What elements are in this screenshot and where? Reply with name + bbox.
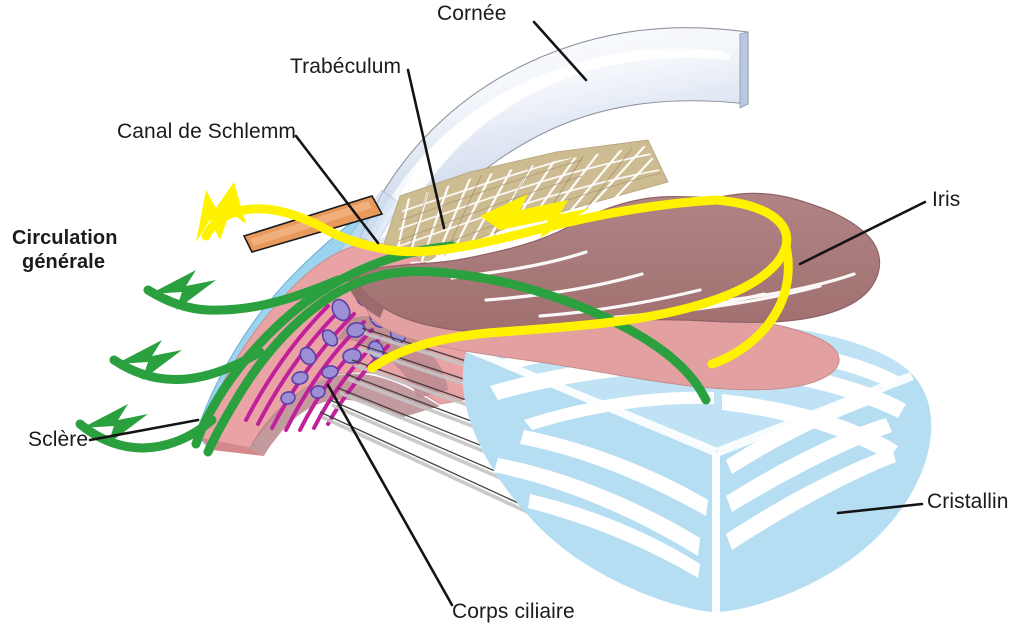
label-corps-ciliaire: Corps ciliaire [452, 600, 575, 623]
leader-line-trabeculum [406, 68, 446, 230]
green-path-upper-branch [191, 241, 457, 449]
trabecular-meshwork-structure [375, 139, 669, 315]
leader-line-canal [294, 134, 380, 245]
green-arrow-3-shaft [75, 415, 217, 453]
leader-line-iris [798, 200, 927, 266]
label-trabeculum: Trabéculum [290, 55, 402, 78]
green-arrow-head-2 [116, 340, 182, 380]
yellow-arrow-head-outflow [196, 182, 246, 242]
leader-line-corps-ciliaire [326, 383, 454, 607]
leader-lines [88, 20, 927, 607]
green-arrow-1-shaft [143, 275, 343, 315]
label-sclere: Sclère [28, 428, 89, 451]
lens-vertical-cut-edge [712, 452, 720, 612]
green-path-inner [203, 266, 711, 457]
label-canal-de-schlemm: Canal de Schlemm [117, 120, 297, 143]
yellow-path-posterior [707, 241, 793, 369]
general-circulation-flow [75, 241, 711, 457]
label-cornee: Cornée [437, 2, 507, 25]
green-arrow-2-shaft [109, 347, 265, 385]
label-circulation-generale-line2: générale [22, 251, 106, 273]
label-iris: Iris [932, 188, 961, 211]
aqueous-humor-flow [196, 182, 793, 373]
cornea-cut-edge [739, 31, 749, 109]
leader-line-cornee [532, 20, 588, 82]
yellow-path-to-schlemm [315, 195, 721, 257]
lens-cut-seam-left [466, 346, 718, 456]
label-circulation-generale-line1: Circulation [12, 227, 118, 249]
lens-cut-seam-right [716, 372, 914, 456]
yellow-arrow-head-trabeculum [480, 194, 590, 238]
green-arrow-head-1 [150, 270, 216, 310]
label-cristallin: Cristallin [927, 490, 1009, 513]
green-arrow-head-3 [82, 404, 148, 444]
trabeculum-body [377, 139, 669, 273]
yellow-path-main [367, 195, 792, 373]
cornea-endothelium-sheen [372, 48, 726, 244]
leader-line-sclere [88, 418, 200, 442]
leader-line-cristallin [836, 502, 924, 515]
